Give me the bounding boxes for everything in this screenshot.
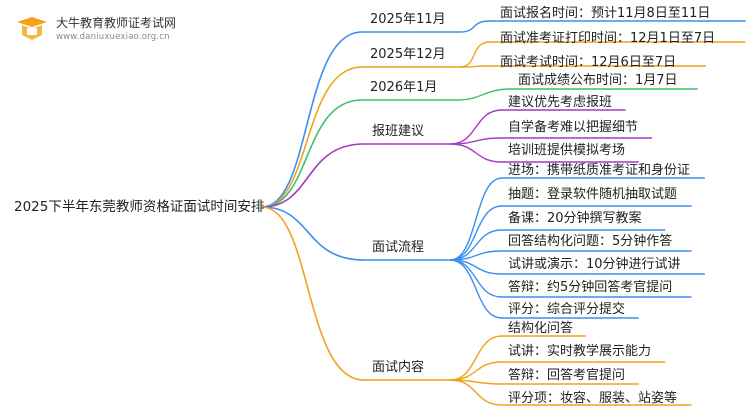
branch-label: 2026年1月 xyxy=(370,80,438,95)
branch-label: 面试内容 xyxy=(372,360,425,375)
connector-line xyxy=(449,137,503,145)
connector-line xyxy=(459,20,491,33)
leaf-item: 面试考试时间：12月6日至7日 xyxy=(500,55,677,70)
connector-line xyxy=(261,99,363,208)
connector-line xyxy=(449,259,503,319)
connector-line xyxy=(459,41,491,68)
connector-line xyxy=(449,143,503,163)
connector-line xyxy=(449,379,503,406)
leaf-item: 回答结构化问题：5分钟作答 xyxy=(508,234,673,249)
leaf-item: 评分：综合评分提交 xyxy=(508,302,626,317)
branch-label: 报班建议 xyxy=(372,124,425,139)
leaf-item: 评分项：妆容、服装、站姿等 xyxy=(508,391,678,406)
leaf-item: 自学备考难以把握细节 xyxy=(508,120,639,135)
leaf-item: 备课：20分钟撰写教案 xyxy=(508,211,642,226)
connector-line xyxy=(261,31,363,208)
root-topic: 2025下半年东莞教师资格证面试时间安排 xyxy=(14,199,265,215)
connector-line xyxy=(459,65,491,68)
leaf-item: 试讲：实时教学展示能力 xyxy=(508,344,652,359)
leaf-item: 面试成绩公布时间：1月7日 xyxy=(518,73,678,88)
connector-line xyxy=(261,143,365,208)
leaf-item: 结构化问答 xyxy=(508,321,574,336)
leaf-item: 面试报名时间：预计11月8日至11日 xyxy=(500,6,711,21)
branch-label: 2025年12月 xyxy=(370,47,446,62)
brand-name: 大牛教育教师证考试网 xyxy=(56,16,177,30)
leaf-item: 培训班提供模拟考场 xyxy=(508,143,626,158)
branch-label: 面试流程 xyxy=(372,240,425,255)
connector-line xyxy=(449,361,503,381)
connector-line xyxy=(261,206,365,381)
leaf-item: 面试准考证打印时间：12月1日至7日 xyxy=(500,31,716,46)
leaf-item: 答辩：回答考官提问 xyxy=(508,368,626,383)
connector-line xyxy=(449,109,503,145)
leaf-item: 建议优先考虑报班 xyxy=(508,95,613,110)
connector-line xyxy=(261,66,363,208)
connector-line xyxy=(459,88,509,101)
book-logo-icon xyxy=(14,14,50,44)
connector-line xyxy=(449,205,503,261)
connector-line xyxy=(261,206,365,261)
leaf-item: 答辩：约5分钟回答考官提问 xyxy=(508,280,673,295)
leaf-item: 试讲或演示：10分钟进行试讲 xyxy=(508,257,681,272)
connector-line xyxy=(449,259,503,298)
branch-label: 2025年11月 xyxy=(370,12,446,27)
connector-line xyxy=(449,335,503,381)
leaf-item: 抽题：登录软件随机抽取试题 xyxy=(508,187,678,202)
leaf-item: 进场：携带纸质准考证和身份证 xyxy=(508,163,691,178)
connector-line xyxy=(449,177,503,261)
brand-url: www.daniuxuexiao.org.cn xyxy=(56,32,170,42)
